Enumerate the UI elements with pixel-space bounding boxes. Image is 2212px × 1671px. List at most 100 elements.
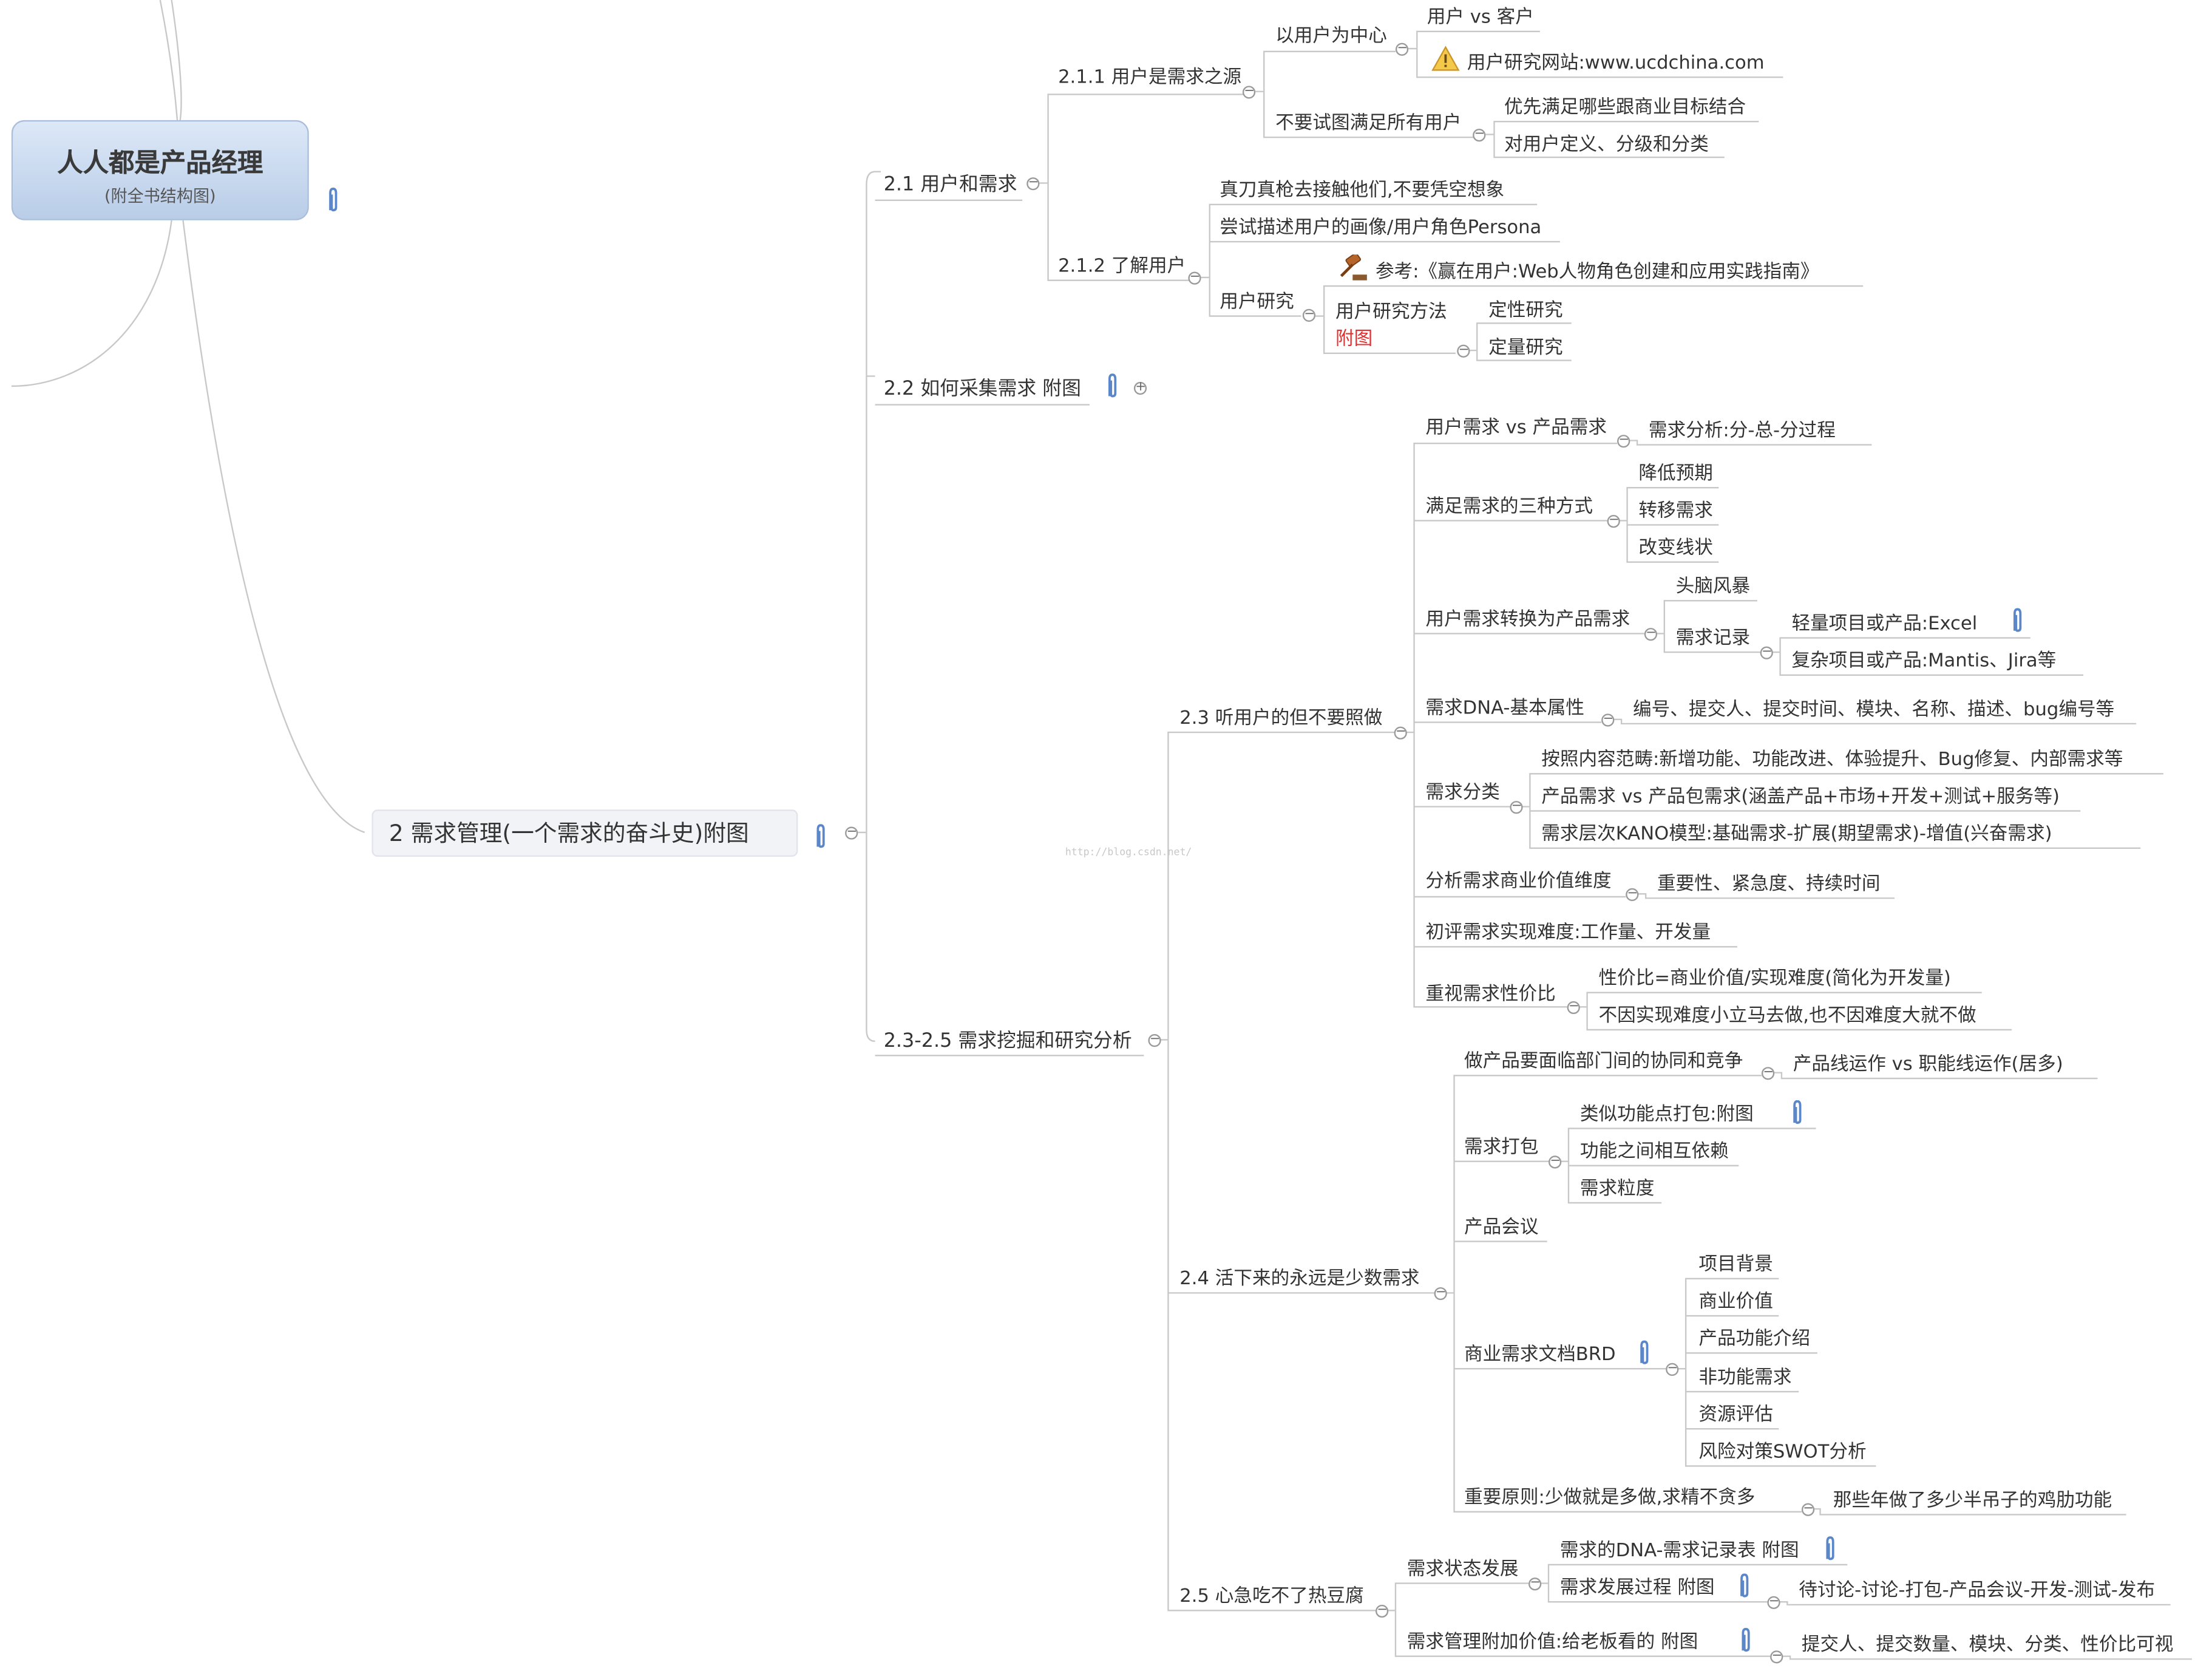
topic-process-steps[interactable]: 待讨论-讨论-打包-产品会议-开发-测试-发布 [1799,1580,2156,1602]
topic-department-coordination[interactable]: 做产品要面临部门间的协同和竞争 [1464,1051,1743,1073]
attachment-icon[interactable] [1739,1626,1753,1655]
topic-brainstorm[interactable]: 头脑风暴 [1675,576,1751,598]
topic-brd-background[interactable]: 项目背景 [1698,1254,1773,1276]
collapse-toggle-icon[interactable]: − [1026,177,1040,191]
collapse-toggle-icon[interactable]: − [1302,308,1316,322]
topic-quantitative[interactable]: 定量研究 [1488,337,1563,359]
topic-brd-nonfunctional[interactable]: 非功能需求 [1698,1367,1792,1389]
topic-needs-classification[interactable]: 需求分类 [1425,782,1500,804]
topic-brd-value[interactable]: 商业价值 [1698,1292,1773,1313]
collapse-toggle-icon[interactable]: − [1770,1650,1783,1664]
attachment-icon[interactable] [1105,372,1120,400]
attachment-icon[interactable] [1637,1339,1652,1367]
topic-granularity[interactable]: 需求粒度 [1579,1178,1655,1200]
topic-half-done-features[interactable]: 那些年做了多少半吊子的鸡肋功能 [1833,1490,2112,1512]
topic-2-3[interactable]: 2.3 听用户的但不要照做 [1179,707,1383,730]
topic-not-all-users[interactable]: 不要试图满足所有用户 [1275,113,1462,135]
topic-product-vs-package[interactable]: 产品需求 vs 产品包需求(涵盖产品+市场+开发+测试+服务等) [1541,786,2060,808]
topic-ratio-formula[interactable]: 性价比=商业价值/实现难度(简化为开发量) [1598,968,1951,990]
topic-brd[interactable]: 商业需求文档BRD [1464,1344,1616,1366]
topic-needs-bundling[interactable]: 需求打包 [1464,1137,1539,1159]
attachment-icon[interactable] [1823,1534,1837,1563]
topic-lower-expectation[interactable]: 降低预期 [1638,463,1713,485]
topic-feature-dependency[interactable]: 功能之间相互依赖 [1579,1141,1729,1163]
topic-needs-process[interactable]: 需求发展过程 附图 [1559,1577,1715,1599]
topic-kano-model[interactable]: 需求层次KANO模型:基础需求-扩展(期望需求)-增值(兴奋需求) [1541,823,2052,846]
topic-brd-features[interactable]: 产品功能介绍 [1698,1329,1811,1350]
topic-content-scope[interactable]: 按照内容范畴:新增功能、功能改进、体验提升、Bug修复、内部需求等 [1541,749,2123,771]
collapse-toggle-icon[interactable]: − [1188,271,1201,285]
collapse-toggle-icon[interactable]: − [1375,1604,1389,1618]
topic-user-vs-product-needs[interactable]: 用户需求 vs 产品需求 [1425,417,1607,440]
collapse-toggle-icon[interactable]: − [1601,713,1615,727]
topic-needs-status[interactable]: 需求状态发展 [1406,1559,1519,1581]
collapse-toggle-icon[interactable]: − [845,826,858,840]
collapse-toggle-icon[interactable]: − [1434,1287,1447,1301]
topic-convert-needs[interactable]: 用户需求转换为产品需求 [1425,609,1630,631]
topic-visibility[interactable]: 提交人、提交数量、模块、分类、性价比可视 [1801,1635,2174,1656]
topic-brd-resources[interactable]: 资源评估 [1698,1404,1773,1426]
topic-2-5[interactable]: 2.5 心急吃不了热豆腐 [1179,1586,1364,1608]
collapse-toggle-icon[interactable]: − [1242,85,1256,99]
attachment-icon[interactable] [326,186,341,214]
topic-persona[interactable]: 尝试描述用户的画像/用户角色Persona [1220,217,1542,239]
topic-2-1-2[interactable]: 2.1.2 了解用户 [1058,256,1186,277]
collapse-toggle-icon[interactable]: − [1567,1001,1580,1015]
topic-2-1-1[interactable]: 2.1.1 用户是需求之源 [1058,67,1242,89]
topic-2-1[interactable]: 2.1 用户和需求 [883,173,1017,196]
topic-light-projects[interactable]: 轻量项目或产品:Excel [1791,613,1978,635]
collapse-toggle-icon[interactable]: − [1510,800,1523,814]
topic-2-3-2-5[interactable]: 2.3-2.5 需求挖掘和研究分析 [883,1029,1132,1053]
topic-business-value[interactable]: 分析需求商业价值维度 [1425,871,1612,893]
attachment-icon[interactable] [1737,1572,1752,1601]
collapse-toggle-icon[interactable]: − [1626,888,1639,901]
topic-business-priority[interactable]: 优先满足哪些跟商业目标结合 [1504,97,1746,119]
root-topic[interactable]: 人人都是产品经理 (附全书结构图) [11,120,309,220]
topic-change-status[interactable]: 改变线状 [1638,537,1713,560]
topic-cost-performance[interactable]: 重视需求性价比 [1425,984,1556,1006]
topic-needs-record[interactable]: 需求记录 [1675,628,1751,650]
topic-difficulty[interactable]: 初评需求实现难度:工作量、开发量 [1425,922,1711,944]
collapse-toggle-icon[interactable]: − [1801,1502,1815,1516]
collapse-toggle-icon[interactable]: − [1666,1363,1679,1376]
topic-three-ways[interactable]: 满足需求的三种方式 [1425,496,1593,518]
expand-toggle-icon[interactable]: + [1133,381,1147,395]
collapse-toggle-icon[interactable]: − [1761,1066,1775,1080]
topic-contact-users[interactable]: 真刀真枪去接触他们,不要凭空想象 [1220,180,1505,202]
topic-needs-record-table[interactable]: 需求的DNA-需求记录表 附图 [1559,1540,1799,1562]
topic-reference-book[interactable]: 参考:《赢在用户:Web人物角色创建和应用实践指南》 [1375,262,1819,284]
topic-added-value[interactable]: 需求管理附加价值:给老板看的 附图 [1406,1632,1698,1653]
collapse-toggle-icon[interactable]: − [1607,514,1620,528]
topic-user-definition[interactable]: 对用户定义、分级和分类 [1504,134,1709,156]
topic-2-2[interactable]: 2.2 如何采集需求 附图 [883,377,1081,401]
topic-user-research[interactable]: 用户研究 [1220,291,1294,313]
collapse-toggle-icon[interactable]: − [1549,1155,1562,1169]
topic-product-meeting[interactable]: 产品会议 [1464,1217,1539,1239]
topic-do-not-rush[interactable]: 不因实现难度小立马去做,也不因难度大就不做 [1598,1005,1976,1027]
collapse-toggle-icon[interactable]: − [1457,344,1470,358]
topic-brd-swot[interactable]: 风险对策SWOT分析 [1698,1441,1867,1463]
collapse-toggle-icon[interactable]: − [1767,1596,1780,1609]
topic-shift-need[interactable]: 转移需求 [1638,500,1713,522]
topic-needs-analysis[interactable]: 需求分析:分-总-分过程 [1648,420,1836,442]
collapse-toggle-icon[interactable]: − [1528,1577,1542,1591]
collapse-toggle-icon[interactable]: − [1473,128,1486,142]
attachment-icon[interactable] [2010,607,2025,635]
collapse-toggle-icon[interactable]: − [1617,434,1630,448]
topic-dna-attributes[interactable]: 编号、提交人、提交时间、模块、名称、描述、bug编号等 [1632,699,2115,721]
topic-principle[interactable]: 重要原则:少做就是多做,求精不贪多 [1464,1487,1756,1509]
topic-user-centered[interactable]: 以用户为中心 [1275,26,1387,47]
topic-research-site[interactable]: 用户研究网站:www.ucdchina.com [1467,53,1765,75]
attachment-icon[interactable] [1790,1098,1805,1127]
collapse-toggle-icon[interactable]: − [1760,646,1773,659]
topic-similar-features[interactable]: 类似功能点打包:附图 [1579,1104,1754,1126]
collapse-toggle-icon[interactable]: − [1394,726,1407,740]
topic-value-dimensions[interactable]: 重要性、紧急度、持续时间 [1657,874,1881,896]
collapse-toggle-icon[interactable]: − [1395,42,1409,56]
topic-2-4[interactable]: 2.4 活下来的永远是少数需求 [1179,1268,1420,1290]
topic-user-vs-customer[interactable]: 用户 vs 客户 [1427,7,1534,29]
attachment-icon[interactable] [813,822,828,851]
topic-complex-projects[interactable]: 复杂项目或产品:Mantis、Jira等 [1791,650,2057,673]
collapse-toggle-icon[interactable]: − [1644,627,1658,641]
topic-needs-dna[interactable]: 需求DNA-基本属性 [1425,698,1585,720]
